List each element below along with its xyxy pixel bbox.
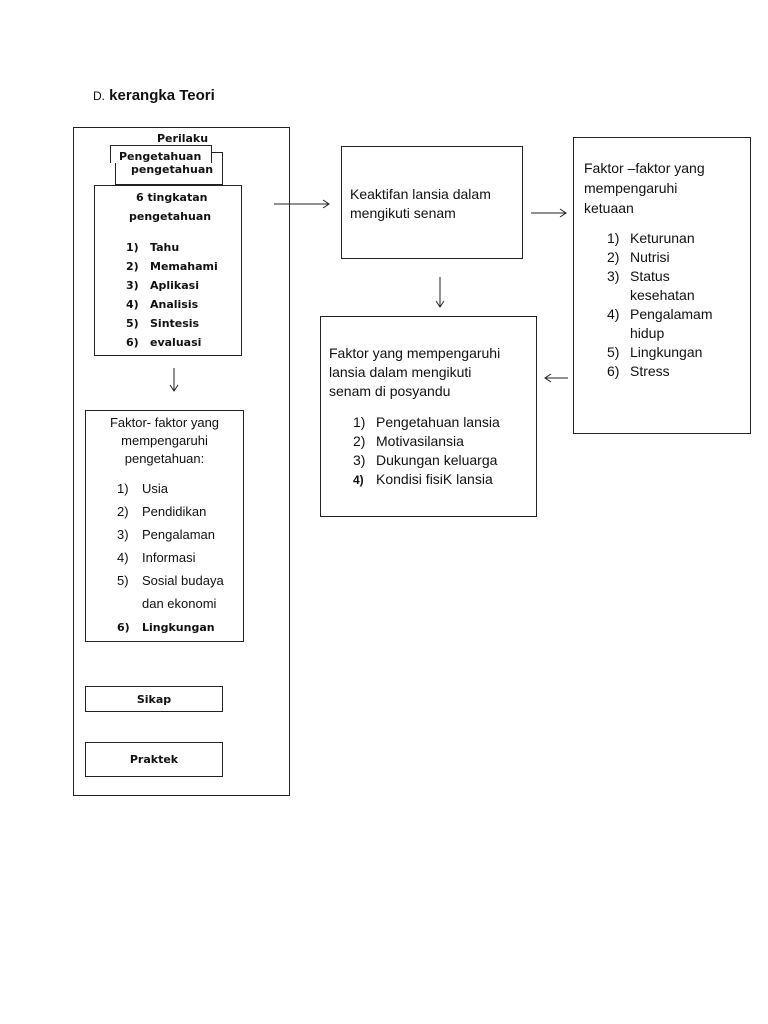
faktor-ketuaan-box: Faktor –faktor yang mempengaruhi ketuaan… xyxy=(573,137,751,434)
arrow-ketuaan-to-posyandu xyxy=(544,373,568,383)
arrow-keaktifan-to-posyandu xyxy=(435,277,445,308)
keaktifan-text: Keaktifan lansia dalam mengikuti senam xyxy=(350,186,491,221)
list-item: 6)Lingkungan xyxy=(117,621,215,634)
list-item: 6)Stress xyxy=(607,363,670,379)
tingkatan-list: 1)Tahu 2)Memahami 3)Aplikasi 4)Analisis … xyxy=(126,238,218,352)
list-item: 5)Lingkungan xyxy=(607,344,703,360)
list-item: 2)Pendidikan xyxy=(117,504,207,519)
faktor-pengetahuan-list: 1)Usia 2)Pendidikan 3)Pengalaman 4)Infor… xyxy=(117,477,224,641)
list-item: 2)Memahami xyxy=(126,260,218,273)
faktor-pengetahuan-title: Faktor- faktor yang mempengaruhi pengeta… xyxy=(109,415,220,466)
faktor-pengetahuan-box: Faktor- faktor yang mempengaruhi pengeta… xyxy=(85,410,244,642)
tingkatan-pengetahuan-box: 6 tingkatan pengetahuan 1)Tahu 2)Memaham… xyxy=(94,185,242,356)
list-item: 2)Motivasilansia xyxy=(353,433,464,449)
list-item: 5)Sosial budaya xyxy=(117,573,224,588)
faktor-ketuaan-list: 1)Keturunan 2)Nutrisi 3)Status kesehatan… xyxy=(607,229,713,381)
faktor-ketuaan-title: Faktor –faktor yang mempengaruhi ketuaan xyxy=(584,160,705,216)
pengetahuan-tab-back-label: pengetahuan xyxy=(131,163,214,176)
list-item: 4)Informasi xyxy=(117,550,196,565)
perilaku-label: Perilaku xyxy=(157,132,209,145)
list-item: dan ekonomi xyxy=(142,596,217,611)
pengetahuan-tab-front: Pengetahuan xyxy=(110,145,212,163)
list-item: 1)Tahu xyxy=(126,241,180,254)
arrow-down-to-faktor-pengetahuan xyxy=(169,368,179,392)
list-item: 3)Dukungan keluarga xyxy=(353,452,498,468)
list-item: 3)Status xyxy=(607,268,670,284)
list-item: 3)Pengalaman xyxy=(117,527,215,542)
list-item: 1)Keturunan xyxy=(607,230,695,246)
keaktifan-box: Keaktifan lansia dalam mengikuti senam xyxy=(341,146,523,259)
arrow-keaktifan-to-ketuaan xyxy=(531,208,567,218)
sikap-box: Sikap xyxy=(85,686,223,712)
list-item: 5)Sintesis xyxy=(126,317,200,330)
sikap-label: Sikap xyxy=(136,693,172,706)
arrow-perilaku-to-keaktifan xyxy=(274,199,330,209)
tingkatan-title-line1: 6 tingkatan xyxy=(136,191,208,204)
list-item: 2)Nutrisi xyxy=(607,249,670,265)
section-title: kerangka Teori xyxy=(109,87,215,104)
list-item: hidup xyxy=(630,325,665,341)
list-item: 4)Kondisi fisiK lansia xyxy=(353,471,493,487)
praktek-label: Praktek xyxy=(129,753,179,766)
list-item: 6)evaluasi xyxy=(126,336,202,349)
section-letter: D. xyxy=(93,89,105,103)
faktor-posyandu-title: Faktor yang mempengaruhi lansia dalam me… xyxy=(329,345,501,399)
list-item: 1)Usia xyxy=(117,481,169,496)
list-item: 4)Analisis xyxy=(126,298,199,311)
list-item: kesehatan xyxy=(630,287,695,303)
page-title: D. kerangka Teori xyxy=(93,87,215,104)
praktek-box: Praktek xyxy=(85,742,223,777)
list-item: 3)Aplikasi xyxy=(126,279,199,292)
faktor-posyandu-list: 1)Pengetahuan lansia 2)Motivasilansia 3)… xyxy=(353,413,500,489)
list-item: 1)Pengetahuan lansia xyxy=(353,414,500,430)
pengetahuan-tab-front-label: Pengetahuan xyxy=(119,150,202,163)
list-item: 4)Pengalamam xyxy=(607,306,713,322)
tingkatan-title-line2: pengetahuan xyxy=(129,210,212,223)
faktor-posyandu-box: Faktor yang mempengaruhi lansia dalam me… xyxy=(320,316,537,517)
